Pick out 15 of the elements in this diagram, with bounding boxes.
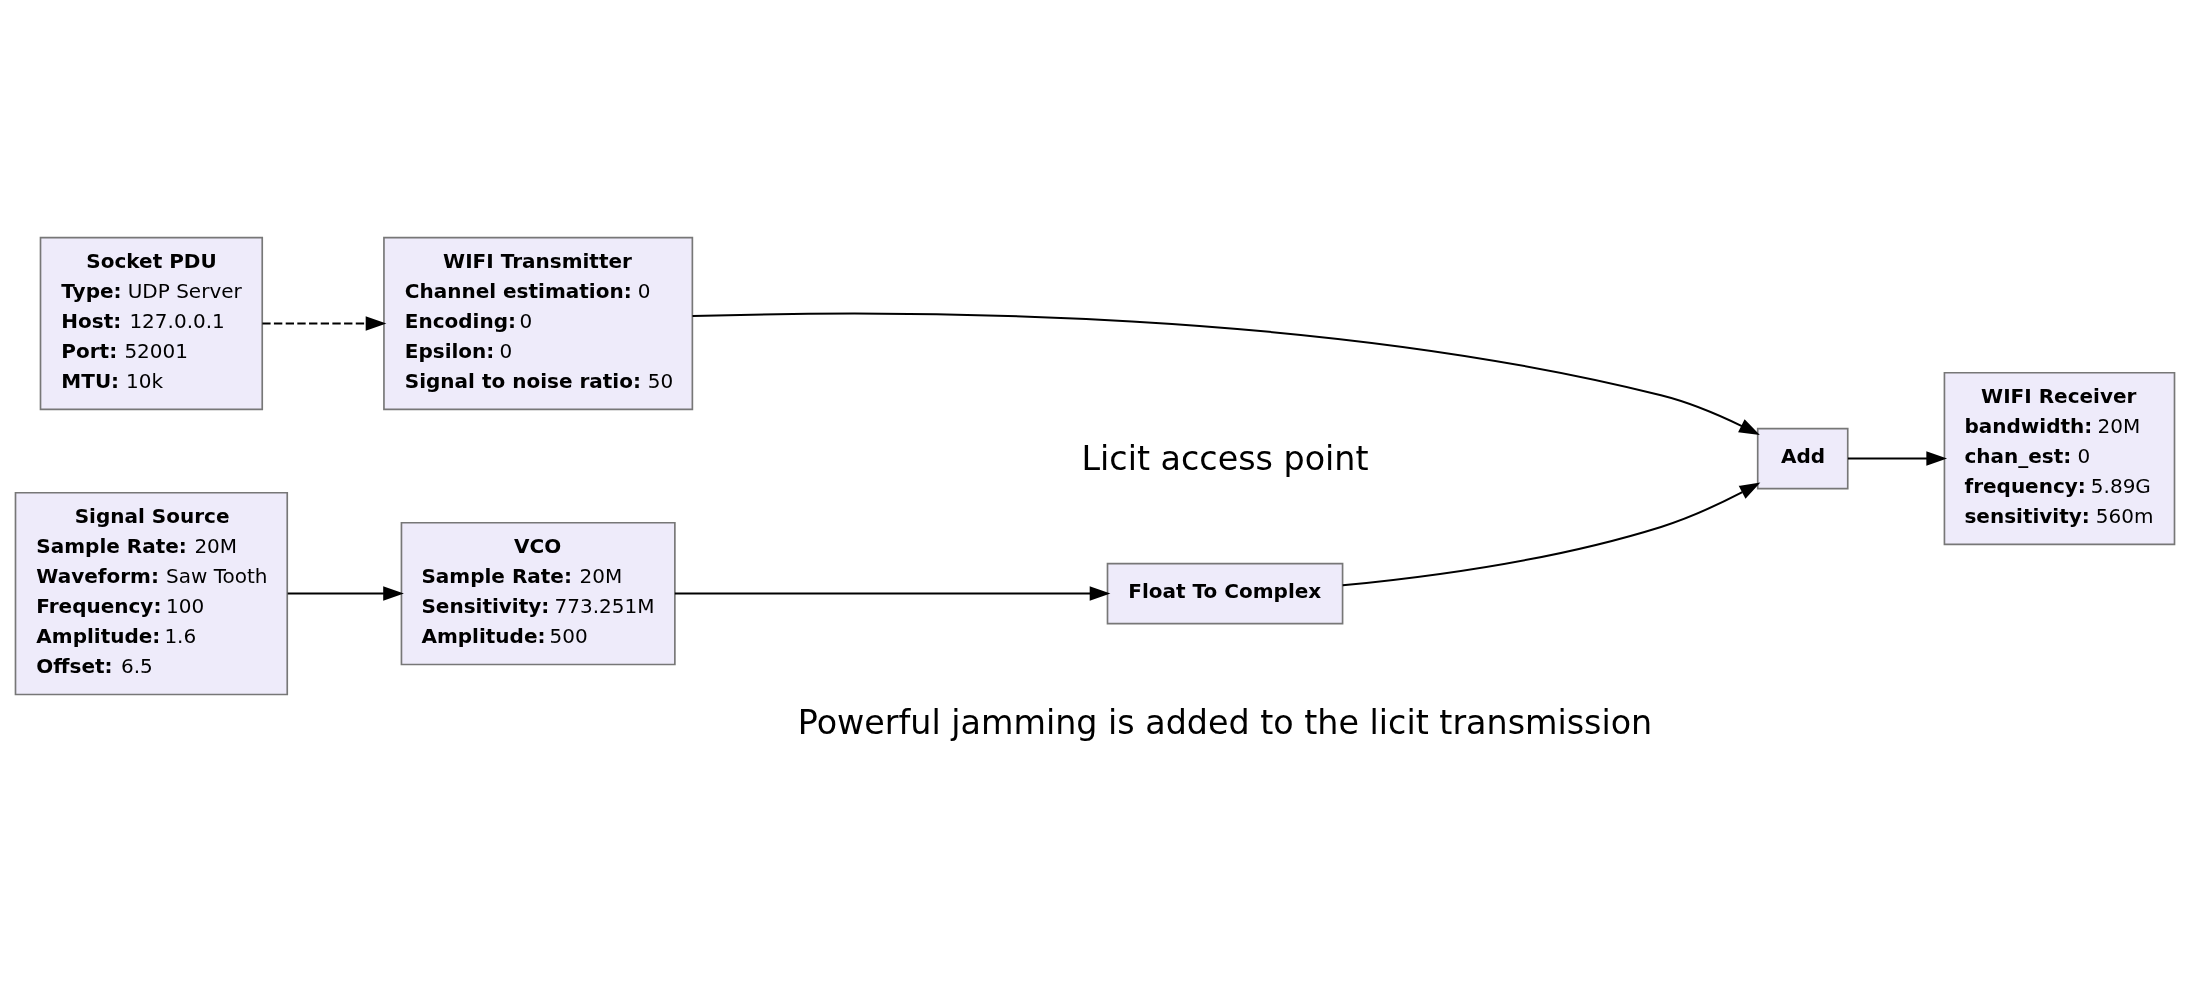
node-box: Socket PDU Type: UDP Server Host: 127.0.0.1 Port: 52001 MTU: 10k [39, 236, 264, 410]
arrow [691, 312, 1760, 435]
node-box: Add [1756, 427, 1849, 489]
node-box: Float To Complex [1106, 562, 1344, 624]
label: Powerful jamming is added to the licit transmission [797, 702, 1653, 742]
node-box: VCO Sample Rate: 20M Sensitivity: 773.251M Amplitude: 500 [400, 521, 676, 665]
label: Licit access point [1081, 438, 1369, 478]
node-box: Signal Source Sample Rate: 20M Waveform: Saw Tooth Frequency: 100 Amplitude: 1.6 Offset: 6.5 [14, 491, 289, 695]
arrow [1341, 482, 1761, 586]
arrow [673, 585, 1111, 601]
node-box: WIFI Transmitter Channel estimation: 0 Encoding: 0 Epsilon: 0 Signal to noise ratio: 50 [383, 236, 694, 410]
node-box: WIFI Receiver bandwidth: 20M chan_est: 0 frequency: 5.89G sensitivity: 560m [1943, 371, 2176, 545]
arrow [261, 315, 387, 331]
arrow [1846, 450, 1948, 466]
arrow [286, 585, 404, 601]
